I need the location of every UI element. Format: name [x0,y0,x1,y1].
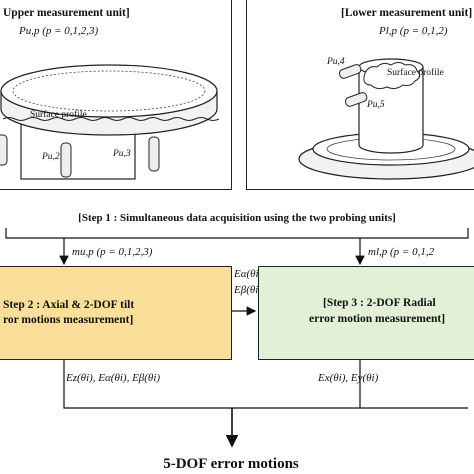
step2-box: Step 2 : Axial & 2-DOF tilt ror motions … [0,266,232,360]
lower-surface-profile-label: Surface profile [387,68,444,78]
lower-measurement-unit-panel: [Lower measurement unit] Pl,p (p = 0,1,2… [246,0,474,190]
step3-box: [Step 3 : 2-DOF Radial error motion meas… [258,266,474,360]
step3-output-label: Ex(θi), Ey(θi) [318,372,379,384]
step2-line1: Step 2 : Axial & 2-DOF tilt [3,299,135,311]
probe-label-u5: Pu,5 [367,100,385,110]
probe-label-u2: Pu,2 [42,152,60,162]
lower-unit-illustration [298,58,474,180]
upper-unit-title: Upper measurement unit] [3,7,130,19]
probe-label-u3: Pu,3 [113,149,131,159]
step2-line2: ror motions measurement] [3,314,134,326]
upper-signal-label: mu,p (p = 0,1,2,3) [72,246,153,258]
step1-label: [Step 1 : Simultaneous data acquisition … [78,212,396,224]
upper-measurement-unit-panel: Upper measurement unit] Pu,p (p = 0,1,2,… [0,0,232,190]
step2-output-label: Ez(θi), Eα(θi), Eβ(θi) [66,372,161,384]
step3-line2: error motion measurement] [309,313,446,325]
tilt-transfer-label-1: Eα(θi), [234,268,266,280]
step3-line1: [Step 3 : 2-DOF Radial [323,297,436,309]
lower-unit-title: [Lower measurement unit] [341,7,473,19]
upper-unit-param: Pu,p (p = 0,1,2,3) [19,25,99,37]
tilt-transfer-label-2: Eβ(θi) [234,284,262,296]
lower-signal-label: ml,p (p = 0,1,2 [368,246,435,258]
lower-unit-param: Pl,p (p = 0,1,2) [379,25,448,37]
upper-unit-illustration [0,64,220,180]
probe-label-u4: Pu,4 [327,57,345,67]
upper-surface-profile-label: Surface profile [30,110,87,120]
result-label: 5-DOF error motions [163,456,299,472]
